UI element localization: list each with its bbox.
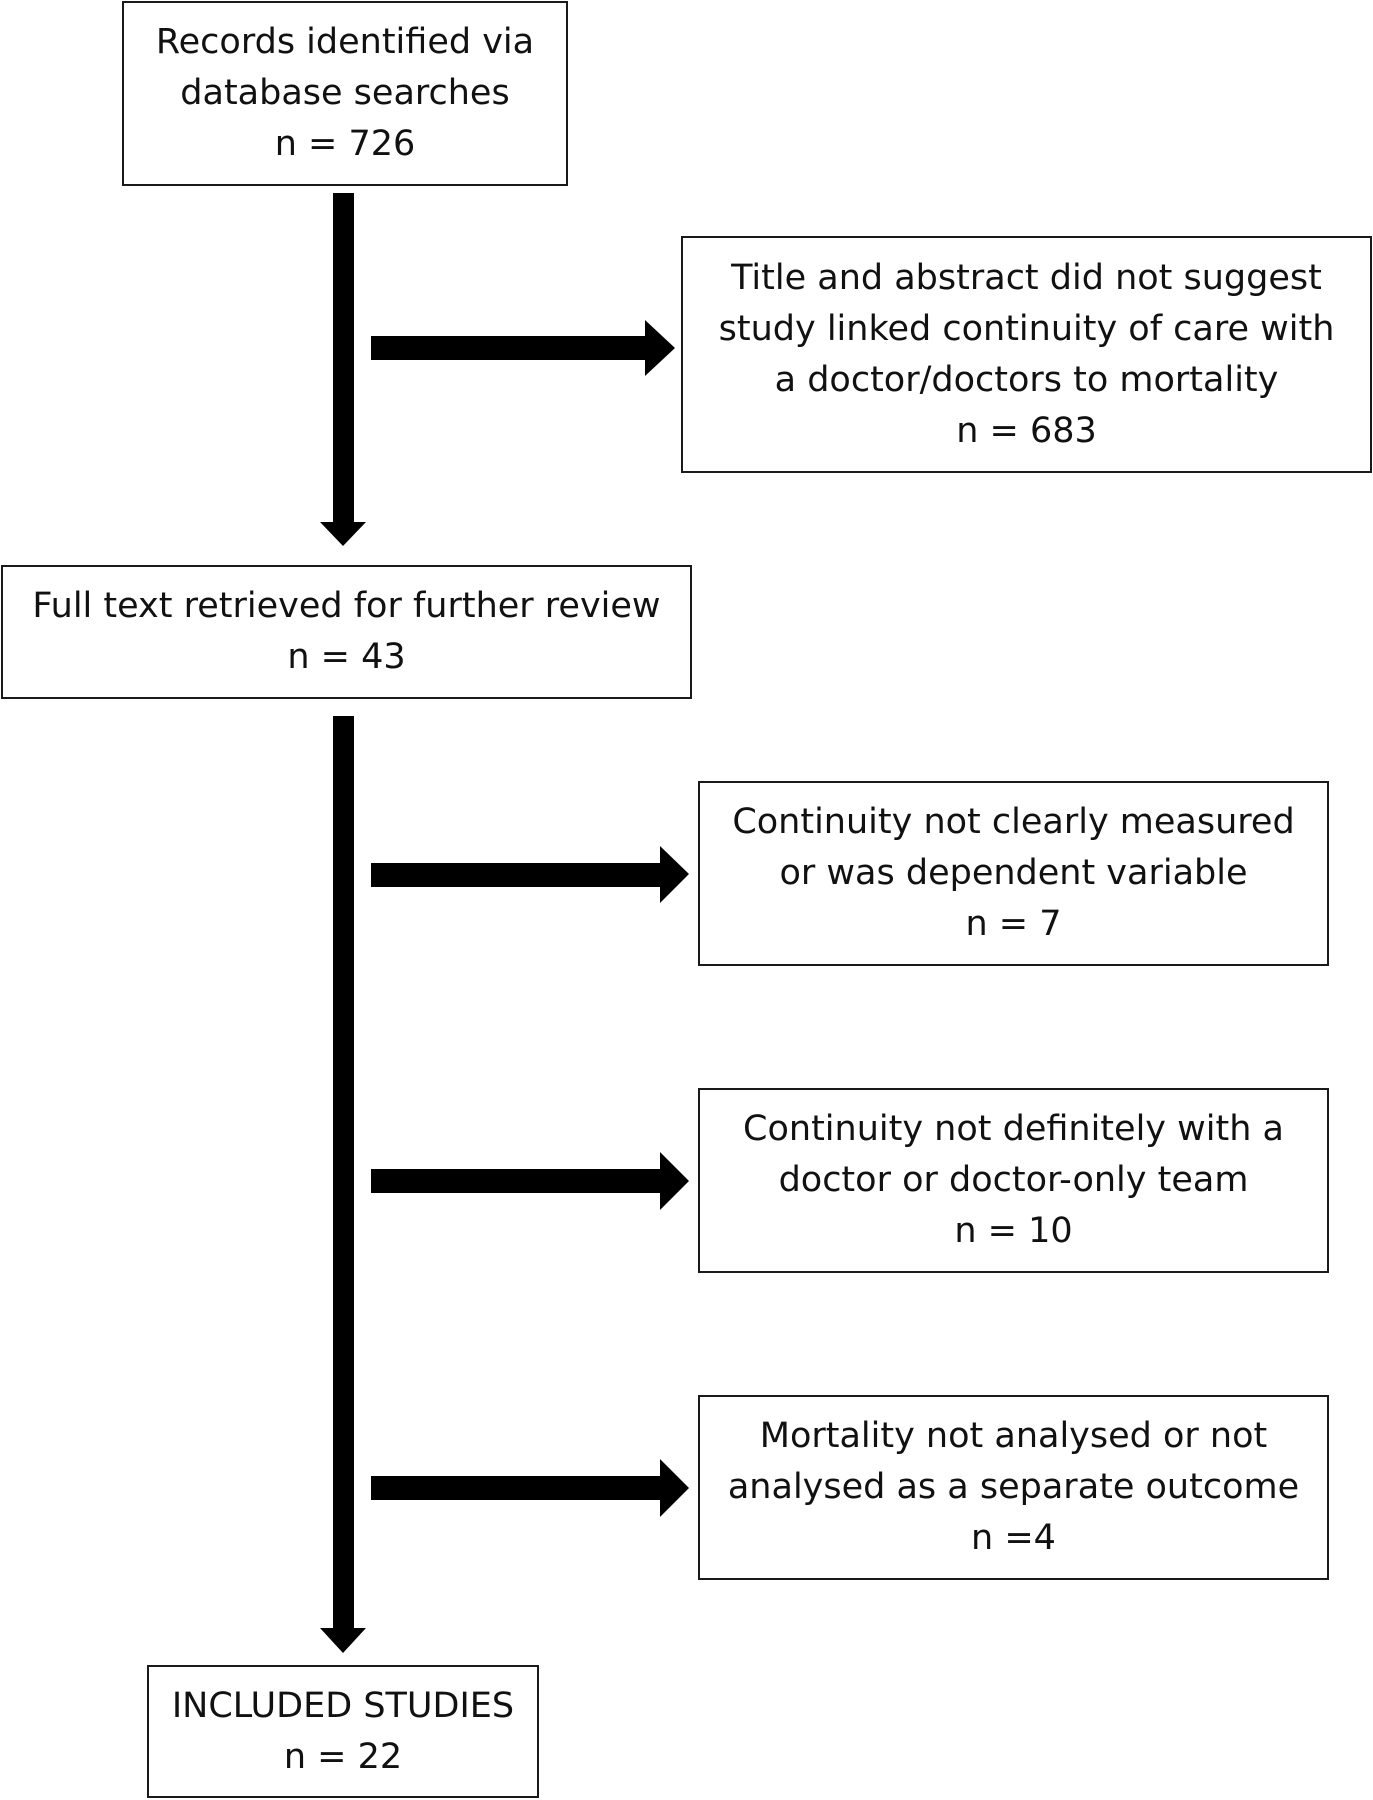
full-text-retrieved-box: Full text retrieved for further review n… (1, 565, 692, 699)
excluded-doctor-line-2: doctor or doctor-only team (778, 1160, 1249, 1200)
flow-arrow-right-4-shaft (371, 1476, 666, 1500)
excluded-title-line-1: Title and abstract did not suggest (731, 257, 1322, 298)
excluded-mortality-count: n =4 (971, 1518, 1056, 1558)
flow-arrow-right-2-shaft (371, 863, 666, 887)
included-count: n = 22 (283, 1736, 403, 1777)
excluded-title-count: n = 683 (956, 410, 1097, 451)
excluded-measurement-line-1: Continuity not clearly measured (732, 802, 1295, 842)
excluded-mortality-box: Mortality not analysed or not analysed a… (698, 1395, 1329, 1580)
records-line-1: Records identified via (155, 22, 535, 62)
excluded-measurement-count: n = 7 (965, 904, 1062, 944)
included-studies-box: INCLUDED STUDIES n = 22 (147, 1665, 539, 1798)
excluded-doctor-box: Continuity not definitely with a doctor … (698, 1088, 1329, 1273)
excluded-measurement-box: Continuity not clearly measured or was d… (698, 781, 1329, 966)
full-text-count: n = 43 (287, 637, 406, 677)
arrowhead-down-1 (320, 522, 366, 546)
flow-arrow-right-3-shaft (371, 1169, 666, 1193)
arrowhead-down-2 (320, 1628, 366, 1653)
flow-arrow-down-2-shaft (333, 716, 354, 1631)
arrowhead-right-3 (660, 1152, 689, 1210)
arrowhead-right-4 (660, 1459, 689, 1517)
excluded-title-line-3: a doctor/doctors to mortality (774, 359, 1279, 400)
arrowhead-right-1 (645, 320, 675, 376)
excluded-doctor-count: n = 10 (954, 1211, 1073, 1251)
records-identified-box: Records identified via database searches… (122, 1, 568, 186)
excluded-mortality-line-2: analysed as a separate outcome (727, 1467, 1300, 1507)
excluded-measurement-line-2: or was dependent variable (779, 853, 1248, 893)
records-line-2: database searches (180, 73, 510, 113)
excluded-title-abstract-box: Title and abstract did not suggest study… (681, 236, 1372, 473)
flow-arrow-right-1-shaft (371, 336, 651, 360)
excluded-mortality-line-1: Mortality not analysed or not (759, 1416, 1268, 1456)
arrowhead-right-2 (660, 846, 689, 903)
excluded-title-line-2: study linked continuity of care with (718, 308, 1335, 349)
included-line-1: INCLUDED STUDIES (171, 1685, 515, 1726)
excluded-doctor-line-1: Continuity not definitely with a (743, 1109, 1284, 1149)
flow-arrow-down-1-shaft (333, 193, 354, 528)
records-count: n = 726 (274, 124, 416, 164)
full-text-line-1: Full text retrieved for further review (32, 586, 661, 626)
